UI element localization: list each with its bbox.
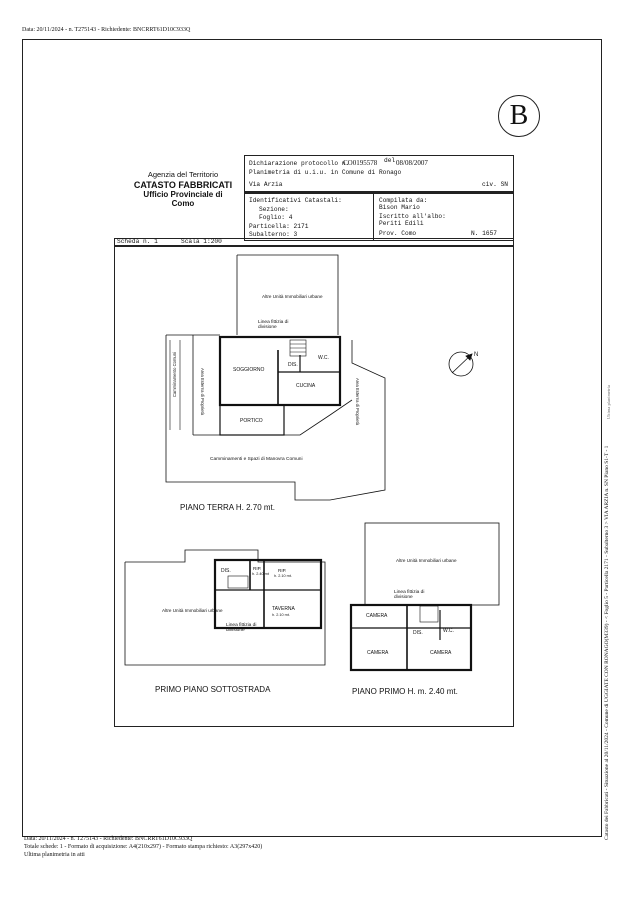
title-piano-primo: PIANO PRIMO H. m. 2.40 mt. — [352, 687, 458, 696]
basement-walls — [213, 558, 323, 630]
label-taverna: TAVERNA — [272, 606, 295, 612]
scheda-number: Scheda n. 1 — [117, 238, 158, 245]
agency-block: Agenzia del Territorio CATASTO FABBRICAT… — [128, 170, 238, 208]
label-altre-unita-3: Altre Unità Immobiliari urbane — [396, 558, 457, 563]
civic-number: civ. SN — [482, 181, 508, 188]
footer-line1: Data: 20/11/2024 - n. T275143 - Richiede… — [24, 836, 193, 842]
label-rip-1: RIP. — [253, 566, 262, 571]
portico-outline — [219, 404, 285, 436]
top-header: Data: 20/11/2024 - n. T275143 - Richiede… — [22, 27, 191, 33]
stair-first — [419, 605, 439, 623]
upper-units-outline — [237, 254, 339, 335]
particella: Particella: 2171 — [249, 223, 309, 230]
label-linea-fittizia-2: Linea fittizia di divisione — [226, 623, 257, 634]
label-dis-2: DIS. — [221, 568, 231, 574]
declaration-divider — [244, 191, 514, 193]
north-arrow-circle — [448, 351, 474, 377]
albo-label: Iscritto all'albo: — [379, 213, 446, 220]
label-soggiorno: SOGGIORNO — [233, 367, 265, 373]
date-label: del — [384, 157, 396, 164]
label-camminamento: Camminamento Comuni — [172, 352, 177, 398]
protocol-label: Dichiarazione protocollo n. — [249, 160, 350, 167]
planimetry-line: Planimetria di u.i.u. in Comune di Ronag… — [249, 169, 402, 176]
label-linea-fittizia-3: Linea fittizia di divisione — [394, 590, 425, 601]
right-margin-text: Catasto dei Fabbricati - Situazione al 2… — [604, 445, 610, 840]
label-wc-2: W.C. — [443, 628, 454, 634]
label-area-esterna-2: Area Esterna di Proprietà — [355, 378, 360, 426]
foglio: Foglio: 4 — [259, 214, 293, 221]
basement-outline — [124, 549, 326, 666]
label-altre-unita-1: Altre Unità Immobiliari urbane — [262, 294, 323, 299]
label-dis-3: DIS. — [413, 630, 423, 636]
sheet-frame — [22, 39, 602, 837]
label-wc-1: W.C. — [318, 355, 329, 361]
label-cucina: CUCINA — [296, 383, 316, 389]
label-portico: PORTICO — [240, 418, 263, 424]
ground-plot-outline — [165, 335, 386, 501]
scheda-scale: Scala 1:200 — [181, 238, 222, 245]
label-camera-3: CAMERA — [430, 650, 452, 656]
label-altre-unita-2: Altre Unità Immobiliari urbane — [162, 608, 223, 613]
label-area-esterna-1: Area Esterna di Proprietà — [200, 368, 205, 416]
label-camminamenti-spazi: Camminamenti e Spazi di Manovra Comuni — [210, 457, 303, 462]
identifiers-box: Identificativi Catastali: Sezione: Fogli… — [244, 193, 514, 241]
prov: Prov. Como — [379, 230, 417, 237]
label-rip-2: RIP. — [278, 568, 287, 573]
subalterno: Subalterno: 3 — [249, 231, 298, 238]
label-dis-1: DIS. — [288, 362, 298, 368]
identifiers-title: Identificativi Catastali: — [249, 197, 342, 204]
label-camera-2: CAMERA — [367, 650, 389, 656]
albo-number: N. 1657 — [471, 230, 497, 237]
address: Via Arzia — [249, 181, 283, 188]
agency-line2: CATASTO FABBRICATI — [133, 180, 233, 190]
agency-line1: Agenzia del Territorio — [147, 170, 219, 179]
label-rip-1-height: h. 2.40 mt — [252, 572, 269, 576]
identifiers-divider — [373, 194, 374, 240]
agency-line4: Como — [171, 199, 195, 208]
label-taverna-height: h. 2.10 mt. — [272, 613, 290, 617]
footer-line2: Totale schede: 1 - Formato di acquisizio… — [24, 844, 263, 850]
compiled-label: Compilata da: — [379, 197, 428, 204]
protocol-number: CO0195578 — [343, 159, 378, 167]
sezione: Sezione: — [259, 206, 289, 213]
albo-value: Periti Edili — [379, 220, 424, 227]
label-rip-2-height: h. 2.10 mt. — [274, 574, 292, 578]
label-camera-1: CAMERA — [366, 613, 388, 619]
label-north: N — [474, 352, 479, 358]
footer-line3: Ultima planimetria in atti — [24, 852, 85, 858]
agency-line3: Ufficio Provinciale di — [143, 190, 223, 199]
title-piano-terra: PIANO TERRA H. 2.70 mt. — [180, 503, 275, 512]
title-primo-sottostrada: PRIMO PIANO SOTTOSTRADA — [155, 685, 271, 694]
declaration-date: 08/08/2007 — [396, 159, 428, 167]
label-linea-fittizia-1: Linea fittizia di divisione — [258, 320, 289, 331]
compiled-name: Bison Mario — [379, 204, 420, 211]
stair-basement — [227, 575, 249, 589]
right-small-text: Ultima planimetria — [606, 385, 611, 420]
scheda-header: Scheda n. 1 Scala 1:200 — [114, 238, 514, 247]
north-arrow-head — [465, 353, 473, 361]
drawing-area — [114, 245, 514, 727]
category-badge: B — [498, 95, 540, 137]
first-floor-walls — [349, 603, 473, 672]
